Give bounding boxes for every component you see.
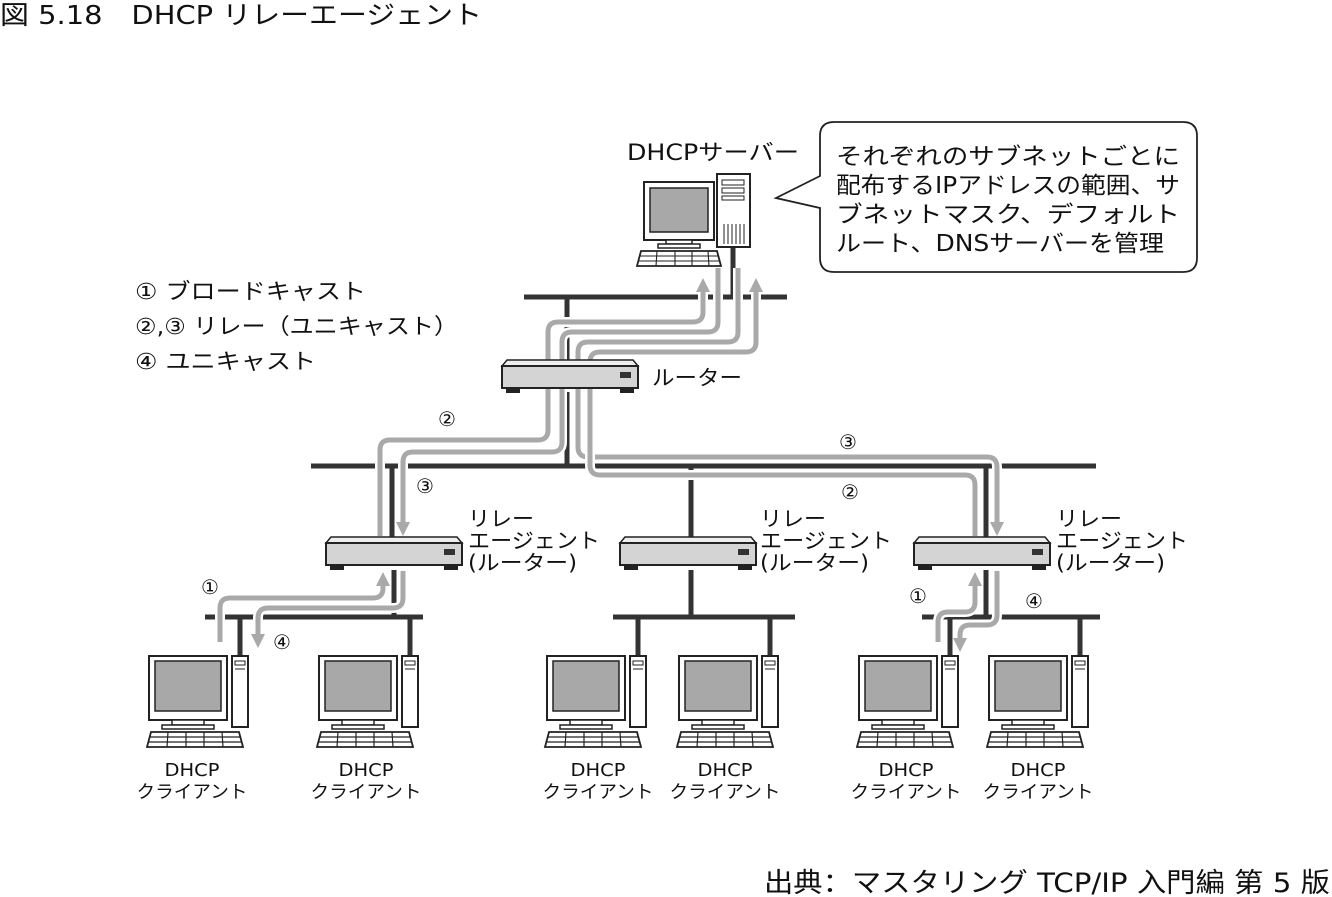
relay-label-line-2: エージェント — [1056, 529, 1188, 553]
relay-agent-left: リレー エージェント (ルーター) — [325, 507, 600, 575]
relay-label-line-1: リレー — [468, 507, 534, 531]
source-credit: 出典：マスタリング TCP/IP 入門編 第 5 版 — [764, 868, 1330, 897]
step-label: ④ — [273, 630, 291, 654]
router-label: ルーター — [652, 366, 742, 390]
server-keyboard-keys — [638, 250, 720, 267]
client-label-line-2: クライアント — [543, 782, 654, 803]
client-labels: DHCP クライアント DHCP クライアント DHCP クライアント DHCP… — [137, 760, 1094, 803]
flow-left-client-broadcast — [215, 572, 390, 642]
flow-right-relay-unicast — [953, 571, 1002, 652]
server-vents — [723, 224, 745, 244]
flow-server-to-left-relay — [396, 268, 723, 536]
callout-line-4: ルート、DNSサーバーを管理 — [836, 231, 1164, 257]
figure-title: 図 5.18 DHCP リレーエージェント — [0, 1, 482, 31]
callout-line-1: それぞれのサブネットごとに — [836, 144, 1180, 170]
step-label: ② — [438, 407, 456, 431]
dhcp-clients — [146, 655, 1089, 748]
server-drive-bay — [721, 187, 745, 194]
step-label: ④ — [1025, 589, 1043, 613]
client-computer-icon — [676, 655, 779, 748]
step-label: ③ — [416, 474, 434, 498]
server-drive-bay — [721, 179, 745, 186]
flow-step-labels: ② ③ ③ ② ① ④ ① ④ — [201, 407, 1043, 654]
step-label: ① — [201, 575, 219, 599]
client-label-line-1: DHCP — [571, 760, 626, 781]
server-monitor-base — [657, 243, 701, 249]
flow-right-relay-to-server — [585, 278, 980, 536]
client-computer-icon — [146, 655, 249, 748]
client-label-line-1: DHCP — [1011, 760, 1066, 781]
relay-label-line-3: (ルーター) — [760, 551, 869, 575]
step-label: ① — [909, 584, 927, 608]
server-callout: それぞれのサブネットごとに 配布するIPアドレスの範囲、サ ブネットマスク、デフ… — [773, 121, 1198, 273]
legend-item-unicast: ④ ユニキャスト — [135, 350, 316, 375]
legend-item-relay: ②,③ リレー（ユニキャスト） — [135, 315, 458, 340]
client-computer-icon — [856, 655, 959, 748]
relay-agent-middle: リレー エージェント (ルーター) — [619, 507, 892, 575]
client-computer-icon — [986, 655, 1089, 748]
client-label-line-1: DHCP — [879, 760, 934, 781]
relay-label-line-1: リレー — [1056, 507, 1122, 531]
relay-router-icon — [325, 536, 463, 571]
client-label-line-2: クライアント — [311, 782, 422, 803]
step-label: ② — [841, 480, 859, 504]
router-icon — [501, 359, 639, 394]
server-monitor-screen — [649, 187, 709, 233]
relay-agent-right: リレー エージェント (ルーター) — [913, 507, 1188, 575]
flow-left-relay-unicast — [251, 571, 408, 648]
client-label-line-2: クライアント — [670, 782, 781, 803]
server-drive-bay — [721, 195, 745, 201]
client-label-line-1: DHCP — [165, 760, 220, 781]
callout-line-3: ブネットマスク、デフォルト — [836, 202, 1180, 228]
server-label: DHCPサーバー — [627, 141, 799, 166]
relay-label-line-3: (ルーター) — [468, 551, 577, 575]
relay-label-line-2: エージェント — [760, 529, 892, 553]
flow-server-to-right-relay — [573, 268, 1004, 536]
relay-label-line-2: エージェント — [468, 529, 600, 553]
client-label-line-2: クライアント — [137, 782, 248, 803]
relay-label-line-1: リレー — [760, 507, 826, 531]
client-label-line-2: クライアント — [983, 782, 1094, 803]
relay-label-line-3: (ルーター) — [1056, 551, 1165, 575]
callout-line-2: 配布するIPアドレスの範囲、サ — [836, 173, 1180, 199]
client-computer-icon — [544, 655, 647, 748]
client-label-line-1: DHCP — [698, 760, 753, 781]
flow-right-client-broadcast — [933, 572, 982, 642]
client-label-line-2: クライアント — [851, 782, 962, 803]
relay-router-icon — [913, 536, 1051, 571]
server-computer-icon — [635, 173, 751, 267]
legend-item-broadcast: ① ブロードキャスト — [135, 280, 366, 305]
callout-bubble — [773, 121, 1198, 273]
network-cables — [205, 247, 1100, 655]
client-label-line-1: DHCP — [339, 760, 394, 781]
step-label: ③ — [839, 430, 857, 454]
relay-router-icon — [619, 536, 757, 571]
legend: ① ブロードキャスト ②,③ リレー（ユニキャスト） ④ ユニキャスト — [135, 280, 458, 375]
client-computer-icon — [316, 655, 419, 748]
